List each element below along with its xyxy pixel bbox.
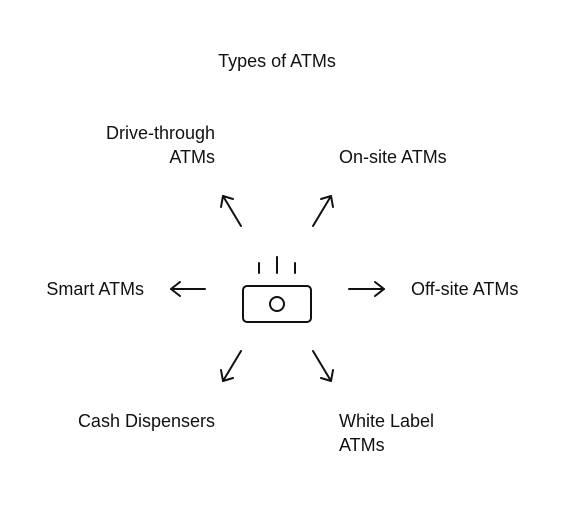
label-smart-atms: Smart ATMs: [46, 279, 144, 299]
arrow-up-left-icon: [220, 195, 242, 227]
label-off-site-atms: Off-site ATMs: [411, 279, 519, 299]
arrow-down-right-icon: [312, 350, 334, 382]
label-drive-through-atms: Drive-through ATMs: [106, 121, 215, 169]
label-cash-dispensers: Cash Dispensers: [77, 411, 215, 431]
diagram-title: Types of ATMs: [218, 51, 336, 71]
label-drive-through-line-1: Drive-through: [105, 123, 215, 143]
cash-note-icon: [242, 285, 312, 323]
arrow-left-icon: [170, 281, 206, 297]
coin-icon: [269, 296, 285, 312]
label-white-label-line-1: White Label: [339, 411, 435, 431]
arrow-down-left-icon: [220, 350, 242, 382]
arrow-right-icon: [348, 281, 385, 297]
label-drive-through-line-2: ATMs: [169, 147, 215, 167]
atm-cash-icon: [242, 256, 312, 323]
label-white-label-line-2: ATMs: [339, 435, 385, 455]
label-on-site-atms: On-site ATMs: [339, 147, 447, 167]
arrow-up-right-icon: [312, 195, 334, 227]
label-white-label-atms: White Label ATMs: [339, 409, 434, 457]
